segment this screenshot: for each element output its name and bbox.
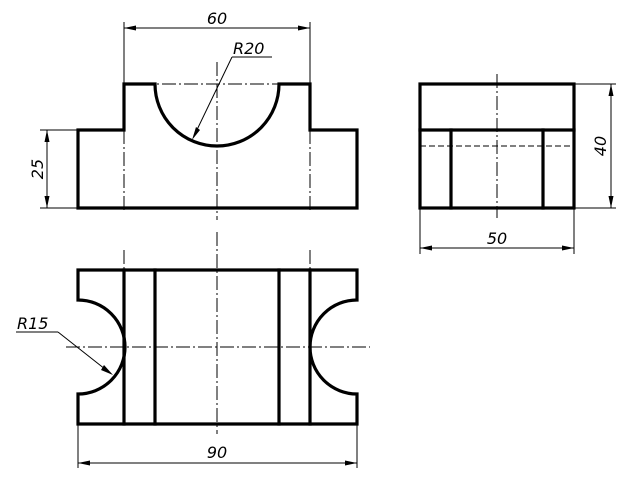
dim-25-label: 25 <box>28 159 47 179</box>
top-view: R15 90 <box>16 232 370 468</box>
dim-50-label: 50 <box>487 229 507 248</box>
dim-40: 40 <box>574 83 616 209</box>
dim-60-label: 60 <box>207 9 227 28</box>
dim-r20: R20 <box>192 39 272 140</box>
front-view-outline <box>76 82 359 210</box>
dim-40-label: 40 <box>591 136 610 156</box>
side-view: 40 50 <box>418 74 616 254</box>
dim-90: 90 <box>77 424 358 468</box>
dim-r15-label: R15 <box>17 314 48 333</box>
dim-r20-label: R20 <box>233 39 264 58</box>
dim-25: 25 <box>28 129 78 209</box>
dim-r15: R15 <box>16 314 113 375</box>
dim-50: 50 <box>419 208 575 254</box>
dim-90-label: 90 <box>207 443 227 462</box>
front-view: 60 R20 25 <box>28 9 359 220</box>
dim-60: 60 <box>123 9 311 84</box>
